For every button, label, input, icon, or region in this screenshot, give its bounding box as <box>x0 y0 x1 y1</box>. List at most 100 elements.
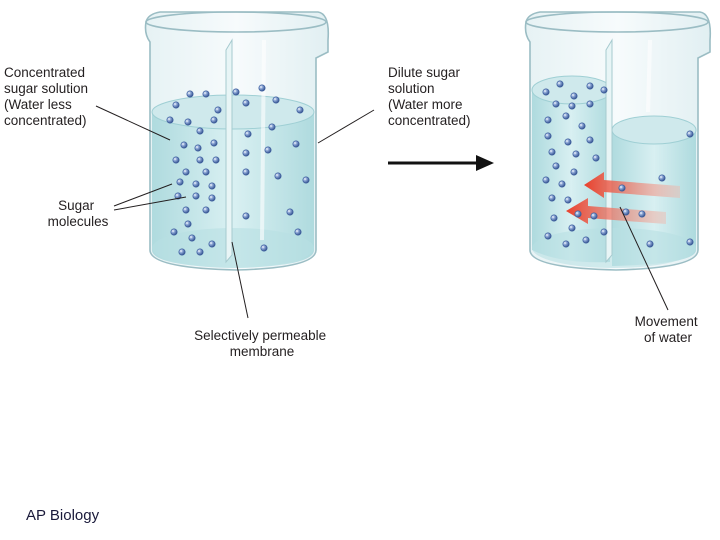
right-arrow-icon <box>388 155 494 171</box>
sugar-molecule <box>563 113 569 119</box>
concentrated-line-2: sugar solution <box>4 81 88 96</box>
sugar-molecule <box>243 213 249 219</box>
membrane-label: Selectively permeable membrane <box>194 328 330 359</box>
concentrated-label: Concentrated sugar solution (Water less … <box>4 65 92 128</box>
sugar-molecule <box>293 141 299 147</box>
dilute-line-3: (Water more <box>388 97 463 112</box>
sugar-molecule <box>569 225 575 231</box>
sugar-molecule <box>203 91 209 97</box>
sugar-molecule <box>193 181 199 187</box>
sugar-molecule <box>197 249 203 255</box>
sugar-molecule <box>243 150 249 156</box>
concentrated-line-1: Concentrated <box>4 65 85 80</box>
sugar-molecule <box>571 93 577 99</box>
sugar-molecule <box>197 128 203 134</box>
sugar-molecule <box>545 233 551 239</box>
left-water-surface <box>152 95 314 129</box>
sugar-molecule <box>211 117 217 123</box>
sugar-molecule <box>571 169 577 175</box>
right-beaker <box>526 12 711 270</box>
sugar-molecule <box>593 155 599 161</box>
sugar-molecule <box>303 177 309 183</box>
dilute-label: Dilute sugar solution (Water more concen… <box>388 65 471 128</box>
sugar-molecule <box>203 207 209 213</box>
sugar-molecule <box>185 221 191 227</box>
sugar-molecule <box>549 195 555 201</box>
movement-line-2: of water <box>644 330 693 345</box>
membrane-line-1: Selectively permeable <box>194 328 326 343</box>
right-beaker-highlight <box>648 40 650 112</box>
sugar-molecule <box>573 151 579 157</box>
sugar-molecule <box>587 83 593 89</box>
sugar-molecule <box>265 147 271 153</box>
right-membrane <box>606 40 612 262</box>
dilute-line-4: concentrated) <box>388 113 471 128</box>
sugar-molecule <box>177 179 183 185</box>
concentrated-line-3: (Water less <box>4 97 72 112</box>
sugar-molecule <box>601 229 607 235</box>
sugar-molecule <box>545 117 551 123</box>
sugar-molecule <box>209 195 215 201</box>
sugar-molecule <box>185 119 191 125</box>
sugar-molecule <box>259 85 265 91</box>
sugar-molecule <box>209 241 215 247</box>
sugar-molecule <box>687 131 693 137</box>
left-membrane <box>226 40 232 262</box>
sugar-molecule <box>687 239 693 245</box>
sugar-molecule <box>197 157 203 163</box>
sugar-molecule <box>243 169 249 175</box>
sugar-molecules-line-1: Sugar <box>58 198 95 213</box>
sugar-molecule <box>203 169 209 175</box>
sugar-molecule <box>543 177 549 183</box>
membrane-line-2: membrane <box>230 344 295 359</box>
sugar-molecule <box>659 175 665 181</box>
sugar-molecule <box>583 237 589 243</box>
sugar-molecule <box>543 89 549 95</box>
right-water-bottom <box>532 228 696 268</box>
sugar-molecule <box>549 149 555 155</box>
sugar-molecule <box>189 235 195 241</box>
sugar-molecule <box>639 211 645 217</box>
sugar-molecule <box>213 157 219 163</box>
sugar-molecule <box>245 131 251 137</box>
sugar-molecule <box>579 123 585 129</box>
sugar-molecule <box>273 97 279 103</box>
sugar-molecule <box>171 229 177 235</box>
sugar-molecule <box>565 197 571 203</box>
sugar-molecule <box>565 139 571 145</box>
footer-label: AP Biology <box>26 507 99 524</box>
sugar-molecule <box>587 101 593 107</box>
sugar-molecule <box>297 107 303 113</box>
sugar-molecule <box>269 124 275 130</box>
sugar-molecule <box>295 229 301 235</box>
sugar-molecule <box>183 207 189 213</box>
sugar-molecule <box>183 169 189 175</box>
sugar-molecule <box>287 209 293 215</box>
sugar-molecule <box>209 183 215 189</box>
sugar-molecule <box>569 103 575 109</box>
sugar-molecule <box>179 249 185 255</box>
sugar-molecule <box>647 241 653 247</box>
sugar-molecule <box>193 193 199 199</box>
sugar-molecule <box>173 102 179 108</box>
sugar-molecule <box>167 117 173 123</box>
sugar-molecule <box>557 81 563 87</box>
sugar-molecule <box>601 87 607 93</box>
sugar-molecule <box>187 91 193 97</box>
sugar-molecule <box>551 215 557 221</box>
sugar-molecule <box>619 185 625 191</box>
sugar-molecule <box>195 145 201 151</box>
sugar-molecule <box>563 241 569 247</box>
sugar-molecule <box>587 137 593 143</box>
sugar-molecule <box>275 173 281 179</box>
sugar-molecule <box>553 101 559 107</box>
sugar-molecules-label: Sugar molecules <box>48 198 109 229</box>
sugar-molecule <box>243 100 249 106</box>
right-water-surface-right <box>612 116 696 144</box>
dilute-line-2: solution <box>388 81 435 96</box>
sugar-molecule <box>553 163 559 169</box>
sugar-molecule <box>591 213 597 219</box>
sugar-molecule <box>181 142 187 148</box>
sugar-molecule <box>559 181 565 187</box>
